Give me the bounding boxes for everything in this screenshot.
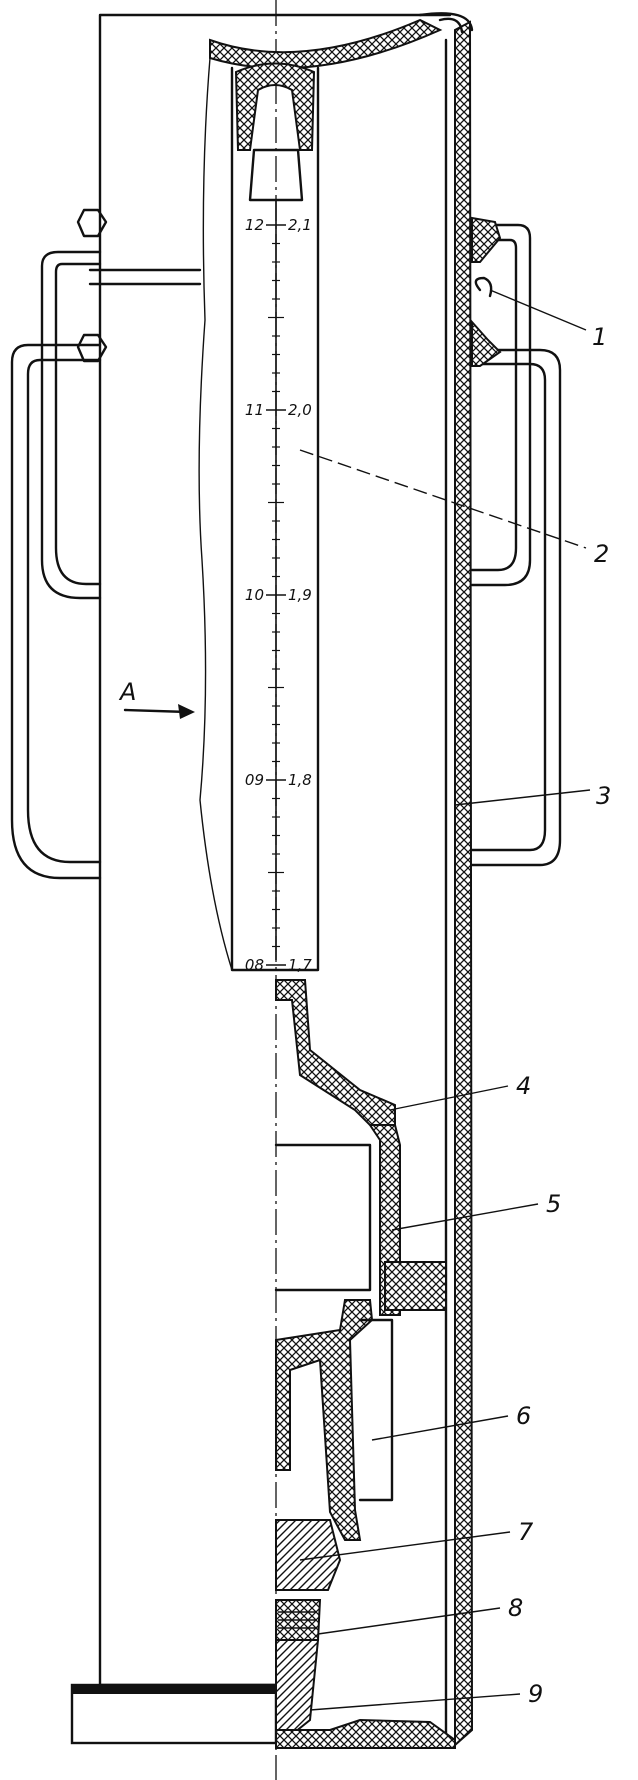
handle-knob-upper <box>76 208 108 238</box>
leader-8 <box>317 1607 501 1635</box>
part-6 <box>275 1299 374 1541</box>
hook-1 <box>474 276 493 298</box>
right-handle <box>470 223 562 867</box>
scale-label-left: 12 <box>245 216 264 234</box>
scale-labels: 12 2,1 11 2,0 10 1,9 09 1,8 08 1,7 <box>245 216 312 974</box>
view-label-a: A <box>118 678 136 706</box>
scale-label-right: 2,0 <box>288 401 312 419</box>
callout-2: 2 <box>594 540 609 568</box>
leader-1 <box>489 289 587 331</box>
scale-label-left: 10 <box>245 586 264 604</box>
base-ring <box>70 1683 278 1745</box>
part-4 <box>275 979 396 1126</box>
scale-label-left: 11 <box>245 401 264 419</box>
callout-9: 9 <box>528 1680 543 1708</box>
part-6-sleeve <box>358 1318 394 1502</box>
leader-3 <box>454 789 591 806</box>
scale-tube-top <box>234 62 316 151</box>
leader-6 <box>371 1415 509 1441</box>
leader-4 <box>389 1085 509 1111</box>
leader-5 <box>391 1203 539 1231</box>
callout-6: 6 <box>516 1402 531 1430</box>
callout-8: 8 <box>508 1594 523 1622</box>
callout-7: 7 <box>518 1518 534 1546</box>
scale-label-right: 1,8 <box>288 771 312 789</box>
callout-4: 4 <box>516 1072 531 1100</box>
scale-tube-top-inner <box>248 148 304 202</box>
leader-9 <box>309 1693 521 1711</box>
outer-shell-3 <box>454 20 474 1748</box>
arrow-a <box>123 708 190 714</box>
part-7 <box>275 1519 342 1591</box>
scale-label-right: 1,9 <box>288 586 312 604</box>
top-cap <box>209 18 443 70</box>
callout-5: 5 <box>546 1190 561 1218</box>
section-break <box>198 57 233 971</box>
scale-label-right: 2,1 <box>288 216 312 234</box>
scale-label-left: 09 <box>245 771 264 789</box>
part-5-cup <box>274 1143 372 1292</box>
scale-label-left: 08 <box>245 956 264 974</box>
scale-label-right: 1,7 <box>288 956 312 974</box>
bottom-plate <box>275 1718 456 1749</box>
callout-3: 3 <box>596 782 611 810</box>
left-handle <box>10 250 102 880</box>
arrow-a-head <box>178 704 195 719</box>
part-5-ring <box>384 1261 447 1311</box>
top-lip <box>418 12 474 34</box>
handle-rod <box>88 268 202 286</box>
handle-bracket-upper <box>471 216 502 263</box>
handle-knob-lower <box>76 333 108 363</box>
callout-1: 1 <box>592 323 607 351</box>
scale-tube-2 <box>230 66 320 972</box>
handle-bracket-lower <box>471 319 502 367</box>
leader-2 <box>299 449 587 549</box>
part-9 <box>275 1639 320 1733</box>
part-8-spring <box>278 1611 316 1629</box>
base-ring-band <box>72 1685 276 1694</box>
leader-7 <box>299 1531 511 1561</box>
